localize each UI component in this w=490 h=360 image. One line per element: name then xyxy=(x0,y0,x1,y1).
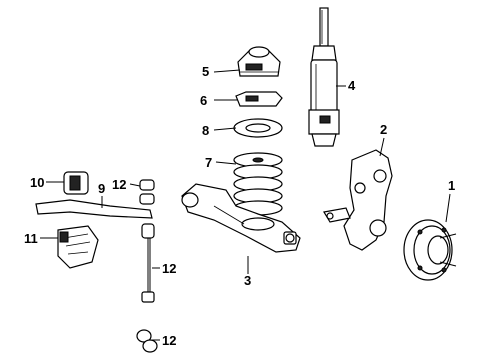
callout-12-middle: 12 xyxy=(162,261,176,276)
lower-control-arm xyxy=(181,183,301,253)
callout-8: 8 xyxy=(202,123,209,138)
spring-insulator xyxy=(235,91,283,107)
callout-9: 9 xyxy=(98,181,105,196)
callout-2: 2 xyxy=(380,122,387,137)
callout-1: 1 xyxy=(448,178,455,193)
callout-11: 11 xyxy=(24,231,38,246)
stabilizer-link xyxy=(141,223,155,303)
callout-12-lower: 12 xyxy=(162,333,176,348)
hub-bearing xyxy=(403,219,457,281)
steering-knuckle xyxy=(323,149,393,251)
callout-12-upper: 12 xyxy=(112,177,126,192)
bushing-bracket xyxy=(57,225,99,269)
upper-strut-mount xyxy=(237,46,281,77)
strut-assembly xyxy=(308,7,340,147)
spring-seat xyxy=(233,118,283,138)
callout-5: 5 xyxy=(202,64,209,79)
callout-7: 7 xyxy=(205,155,212,170)
link-bushings-upper xyxy=(139,179,155,205)
callout-10: 10 xyxy=(30,175,44,190)
stabilizer-bar xyxy=(35,199,153,219)
coil-spring xyxy=(233,152,283,216)
stabilizer-bushing xyxy=(63,171,89,195)
link-bushings-lower xyxy=(136,329,158,353)
callout-4: 4 xyxy=(348,78,356,93)
callout-6: 6 xyxy=(200,93,207,108)
callout-3: 3 xyxy=(244,273,251,288)
leader-lines xyxy=(40,69,451,341)
